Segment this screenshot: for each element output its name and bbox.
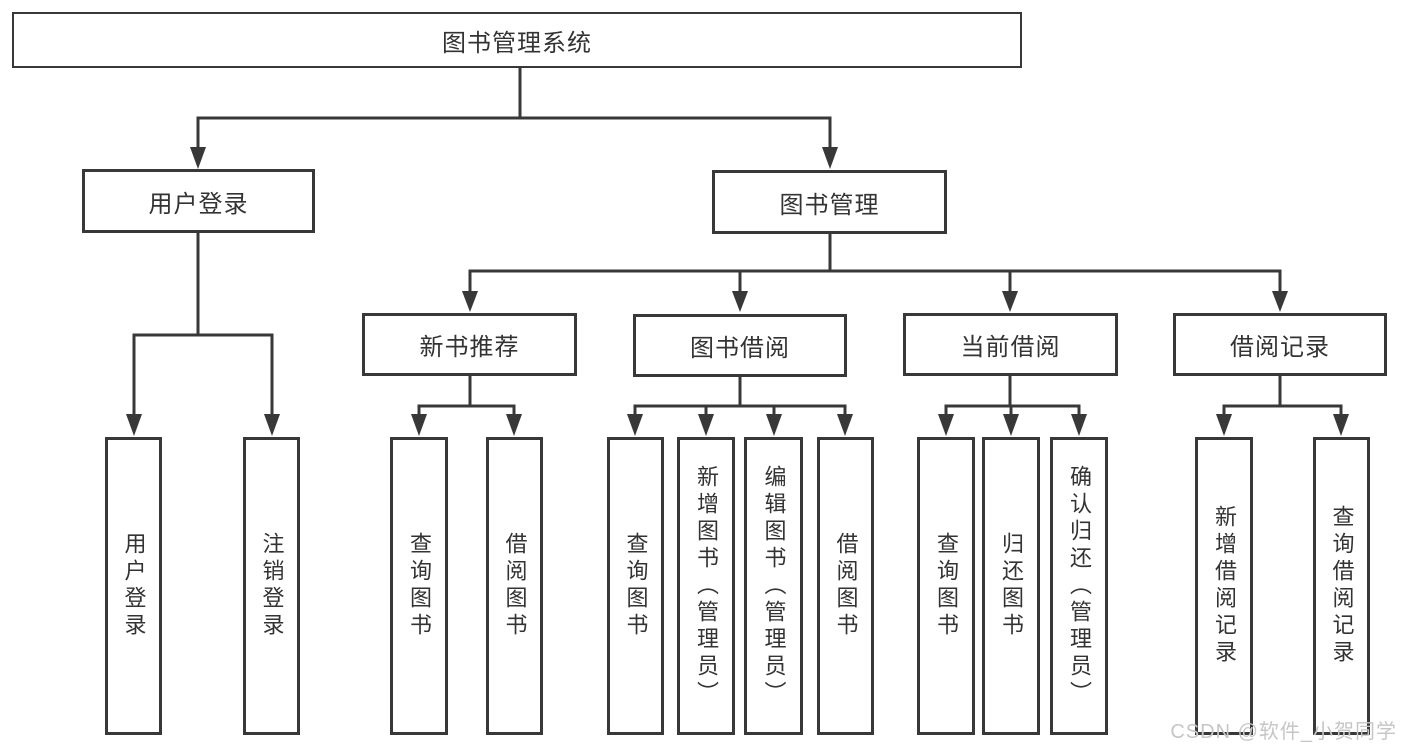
node-user-login: 用户登录 [82, 169, 315, 233]
arrowhead-nbr-query-book [411, 414, 427, 436]
arrowhead-borrow-record [1272, 291, 1288, 312]
arrowhead-book-borrow [732, 291, 748, 312]
node-leaf-nbr-query-book: 查询图书 [390, 437, 448, 735]
node-leaf-bb-query-book: 查询图书 [607, 437, 664, 735]
arrowhead-logout-leaf [264, 414, 280, 436]
arrowhead-new-book-recommend [462, 291, 478, 312]
arrowhead-bb-borrow-book [837, 414, 853, 436]
arrowheads [126, 147, 1349, 436]
arrowhead-cb-query-book [938, 414, 954, 436]
connector-root-to-level2 [196, 67, 832, 150]
arrowhead-book-management [822, 147, 838, 169]
arrowhead-bb-query-book [627, 414, 643, 436]
node-leaf-bb-add-book: 新增图书（管理员） [677, 437, 735, 735]
node-current-borrow: 当前借阅 [903, 313, 1118, 376]
arrowhead-nbr-borrow-book [506, 414, 522, 436]
connector-current-borrow-to-leaves [944, 376, 1081, 416]
connector-user-login-to-leaves [132, 233, 274, 416]
node-book-management: 图书管理 [712, 170, 947, 234]
node-leaf-br-add-record: 新增借阅记录 [1195, 437, 1253, 735]
connector-new-book-recommend-to-leaves [417, 376, 516, 416]
node-new-book-recommend: 新书推荐 [362, 313, 577, 376]
node-leaf-cb-return-book: 归还图书 [982, 437, 1040, 735]
arrowhead-current-borrow [1002, 291, 1018, 312]
node-leaf-bb-borrow-book: 借阅图书 [817, 437, 874, 735]
connector-book-management-to-level3 [468, 234, 1282, 293]
arrowhead-bb-add-book [698, 414, 714, 436]
arrowhead-user-login-leaf [126, 414, 142, 436]
connector-book-borrow-to-leaves [633, 377, 847, 416]
arrowhead-br-add-record [1216, 414, 1232, 436]
node-book-borrow: 图书借阅 [633, 314, 847, 377]
node-library-management-system: 图书管理系统 [12, 12, 1022, 68]
node-leaf-user-login: 用户登录 [105, 437, 162, 735]
csdn-watermark: CSDN @软件_小贺同学 [1170, 721, 1397, 743]
node-leaf-cb-query-book: 查询图书 [917, 437, 975, 735]
arrowhead-br-query-record [1333, 414, 1349, 436]
node-leaf-nbr-borrow-book: 借阅图书 [486, 437, 543, 735]
node-borrow-record: 借阅记录 [1173, 313, 1387, 376]
node-leaf-br-query-record: 查询借阅记录 [1313, 437, 1370, 735]
arrowhead-user-login [190, 147, 206, 169]
arrowhead-cb-return-book [1003, 414, 1019, 436]
connector-borrow-record-to-leaves [1222, 376, 1343, 416]
arrowhead-bb-edit-book [766, 414, 782, 436]
arrowhead-cb-confirm-return [1071, 414, 1087, 436]
node-leaf-logout: 注销登录 [243, 437, 300, 735]
node-leaf-cb-confirm-return: 确认归还（管理员） [1050, 437, 1108, 735]
node-leaf-bb-edit-book: 编辑图书（管理员） [744, 437, 803, 735]
